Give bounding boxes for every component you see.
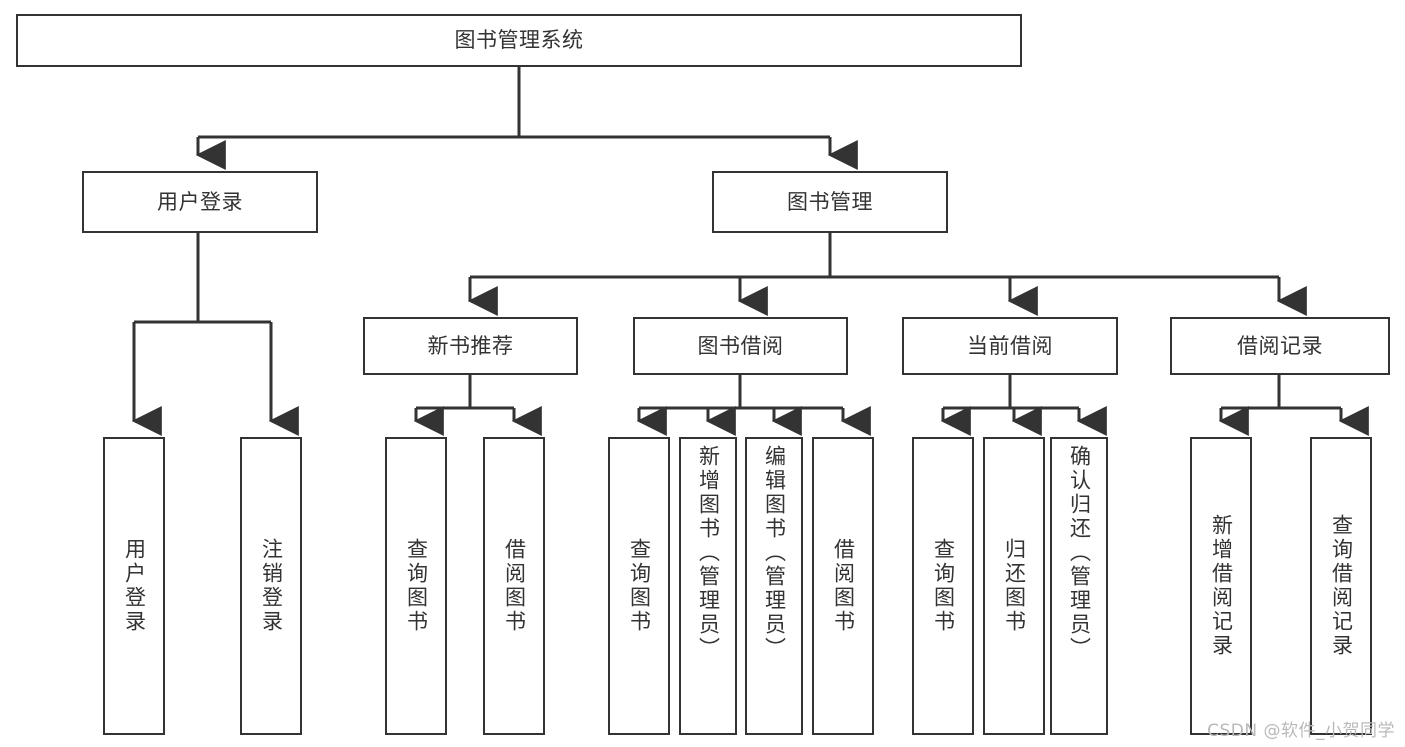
node-user-login[interactable]: 用户登录	[82, 171, 318, 233]
leaf-logout[interactable]: 注销登录	[240, 437, 302, 735]
current-borrow-connectors	[940, 375, 1107, 436]
leaf-return-book-label: 归还图书	[1002, 538, 1027, 634]
root-connectors	[195, 67, 858, 170]
leaf-confirm-return-admin-label: 确认归还（管理员）	[1067, 445, 1092, 661]
node-borrow-record-label: 借阅记录	[1237, 333, 1323, 358]
user-login-connectors	[131, 233, 299, 436]
borrow-connectors	[636, 375, 871, 436]
node-user-login-label: 用户登录	[157, 189, 243, 214]
leaf-query-borrow-record[interactable]: 查询借阅记录	[1310, 437, 1372, 735]
leaf-borrow-book-new-label: 借阅图书	[502, 538, 527, 634]
leaf-add-book-admin-label: 新增图书（管理员）	[696, 445, 721, 661]
leaf-query-book-new[interactable]: 查询图书	[385, 437, 447, 735]
leaf-return-book[interactable]: 归还图书	[983, 437, 1045, 735]
node-current-borrow[interactable]: 当前借阅	[902, 317, 1118, 375]
node-borrow-record[interactable]: 借阅记录	[1170, 317, 1390, 375]
node-new-book-recommend-label: 新书推荐	[427, 333, 514, 358]
leaf-add-borrow-record-label: 新增借阅记录	[1209, 514, 1234, 658]
leaf-add-borrow-record[interactable]: 新增借阅记录	[1190, 437, 1252, 735]
leaf-borrow-book[interactable]: 借阅图书	[812, 437, 874, 735]
leaf-user-login-label: 用户登录	[122, 538, 147, 634]
leaf-query-book-current[interactable]: 查询图书	[912, 437, 974, 735]
node-root[interactable]: 图书管理系统	[16, 14, 1022, 67]
node-book-borrow-label: 图书借阅	[697, 333, 784, 358]
leaf-query-book-new-label: 查询图书	[404, 538, 429, 634]
node-book-management-label: 图书管理	[787, 189, 873, 214]
node-book-borrow[interactable]: 图书借阅	[633, 317, 848, 375]
node-root-label: 图书管理系统	[454, 28, 584, 53]
node-new-book-recommend[interactable]: 新书推荐	[363, 317, 578, 375]
leaf-edit-book-admin[interactable]: 编辑图书（管理员）	[745, 437, 803, 735]
node-current-borrow-label: 当前借阅	[967, 333, 1053, 358]
leaf-logout-label: 注销登录	[259, 538, 284, 634]
book-manage-connectors	[467, 233, 1307, 316]
leaf-borrow-book-label: 借阅图书	[831, 538, 856, 634]
new-book-connectors	[413, 375, 542, 436]
leaf-borrow-book-new[interactable]: 借阅图书	[483, 437, 545, 735]
leaf-query-book-borrow-label: 查询图书	[627, 538, 652, 634]
leaf-query-book-current-label: 查询图书	[931, 538, 956, 634]
leaf-add-book-admin[interactable]: 新增图书（管理员）	[679, 437, 737, 735]
leaf-edit-book-admin-label: 编辑图书（管理员）	[762, 445, 787, 661]
leaf-query-borrow-record-label: 查询借阅记录	[1329, 514, 1354, 658]
leaf-query-book-borrow[interactable]: 查询图书	[608, 437, 670, 735]
leaf-user-login[interactable]: 用户登录	[103, 437, 165, 735]
node-book-management[interactable]: 图书管理	[712, 171, 948, 233]
leaf-confirm-return-admin[interactable]: 确认归还（管理员）	[1050, 437, 1108, 735]
record-connectors	[1218, 375, 1369, 436]
